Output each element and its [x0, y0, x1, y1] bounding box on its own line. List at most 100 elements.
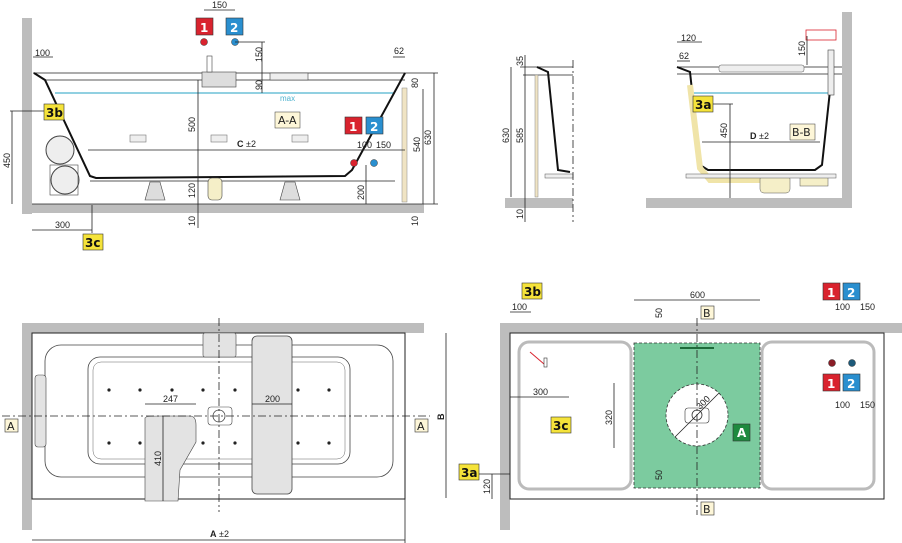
installation-plan: 300 A B B 600 50 50 3b 100 1 2 100 150 1… — [458, 282, 902, 530]
dimension-label: 585 — [515, 128, 525, 143]
a-dimension-tolerance: ±2 — [219, 529, 229, 539]
dimension-label: 35 — [515, 56, 525, 66]
tub-profile — [676, 66, 833, 171]
jet-nozzle — [210, 134, 228, 143]
wall-top — [22, 323, 424, 333]
hot-water-badge-label: 1 — [827, 377, 835, 391]
section-mark-right: A — [417, 420, 425, 433]
overflow-plate — [269, 72, 309, 81]
dimension-label: 100 — [835, 400, 850, 410]
dimension-label: 540 — [412, 137, 422, 152]
dimension-label: 300 — [55, 220, 70, 230]
control-panel — [202, 332, 237, 358]
frame-right — [760, 340, 876, 491]
dimension-label: 62 — [394, 46, 404, 56]
mixer-tap-icon — [805, 29, 837, 41]
dimension-label: 150 — [212, 0, 227, 10]
tub-profile — [536, 66, 571, 173]
dimension-label: 450 — [719, 123, 729, 138]
dimension-label: 100 — [512, 302, 527, 312]
dimension-label: 120 — [187, 183, 197, 198]
side-panel — [534, 74, 539, 198]
section-label-box — [274, 111, 301, 129]
dimension-label: 300 — [533, 387, 548, 397]
dimension-label: 450 — [2, 153, 12, 168]
floor — [505, 198, 573, 208]
dimension-label: 150 — [860, 400, 875, 410]
arrow-icon — [529, 351, 545, 365]
frame-rail — [544, 173, 574, 179]
dimension-label: 100 — [835, 302, 850, 312]
d-dimension-label: D — [750, 131, 757, 141]
marker-3a-label: 3a — [695, 98, 711, 112]
faucet-spout — [206, 55, 213, 73]
hot-water-connection-icon — [828, 359, 836, 367]
section-a-a: 1 2 150 150 90 100 62 80 max A-A 500 120… — [2, 0, 438, 251]
dimension-label: 10 — [515, 209, 525, 219]
blower-motor — [50, 165, 80, 195]
plan-view: A A 247 200 410 B A ±2 — [2, 318, 447, 543]
dimension-label: 150 — [376, 140, 391, 150]
pump-motor — [45, 135, 75, 165]
section-label: A-A — [278, 114, 297, 127]
cold-water-badge-label: 2 — [847, 377, 855, 391]
hot-water-connection-icon — [350, 159, 358, 167]
support-leg — [279, 181, 301, 201]
faucet — [827, 49, 835, 96]
dimension-label: 150 — [797, 41, 807, 56]
headrest — [718, 64, 805, 73]
marker-3b-label: 3b — [524, 285, 541, 299]
marker-3c-label: 3c — [85, 236, 100, 250]
dimension-label: 630 — [423, 130, 433, 145]
a-dimension-label: A — [210, 529, 217, 539]
screw-icon — [543, 357, 548, 368]
side-handle — [34, 374, 47, 448]
faucet-block — [201, 71, 237, 88]
dimension-label: 500 — [187, 117, 197, 132]
section-mark-top: B — [703, 307, 711, 320]
section-mark-left: A — [7, 420, 15, 433]
dimension-label: 10 — [187, 216, 197, 226]
c-dimension-label: C — [237, 139, 244, 149]
side-panel — [401, 87, 408, 203]
dimension-label: 120 — [681, 33, 696, 43]
section-b-b: 120 62 150 3a 450 D ±2 B-B — [646, 12, 852, 208]
drain-trap — [207, 177, 223, 201]
jet-nozzle — [291, 134, 309, 143]
support-leg — [144, 181, 166, 201]
wall-right — [842, 12, 852, 208]
wall-left — [22, 18, 32, 214]
cold-water-badge-label: 2 — [847, 286, 855, 300]
air-jets — [107, 388, 331, 445]
wall-top — [500, 323, 902, 333]
dimension-label: 100 — [357, 140, 372, 150]
dimension-label: 50 — [654, 470, 664, 480]
dimension-label: 120 — [482, 479, 492, 494]
wall-left — [22, 323, 32, 530]
cold-water-badge-label: 2 — [230, 21, 238, 35]
dimension-label: 50 — [654, 308, 664, 318]
section-label-box — [789, 123, 816, 141]
dimension-label: 150 — [860, 302, 875, 312]
dimension-label: 90 — [254, 80, 264, 90]
hot-water-badge-label: 1 — [349, 120, 357, 134]
floor — [646, 198, 852, 208]
tub-profile — [33, 72, 406, 180]
max-water-level-label: max — [280, 94, 295, 103]
dimension-label: 410 — [153, 451, 163, 466]
section-mark-bottom: B — [703, 503, 711, 516]
dimension-label: 200 — [265, 394, 280, 404]
frame-left — [517, 340, 633, 491]
pump-frame — [49, 164, 79, 196]
cold-water-connection-icon — [370, 159, 378, 167]
dimension-label: 10 — [410, 216, 420, 226]
floor — [22, 204, 424, 213]
hot-water-connection-icon — [200, 38, 208, 46]
cold-water-connection-icon — [848, 359, 856, 367]
dimension-label: 200 — [356, 185, 366, 200]
dimension-label: 247 — [163, 394, 178, 404]
cold-water-badge-label: 2 — [370, 120, 378, 134]
access-area-badge — [732, 423, 751, 442]
dimension-label: 600 — [690, 290, 705, 300]
